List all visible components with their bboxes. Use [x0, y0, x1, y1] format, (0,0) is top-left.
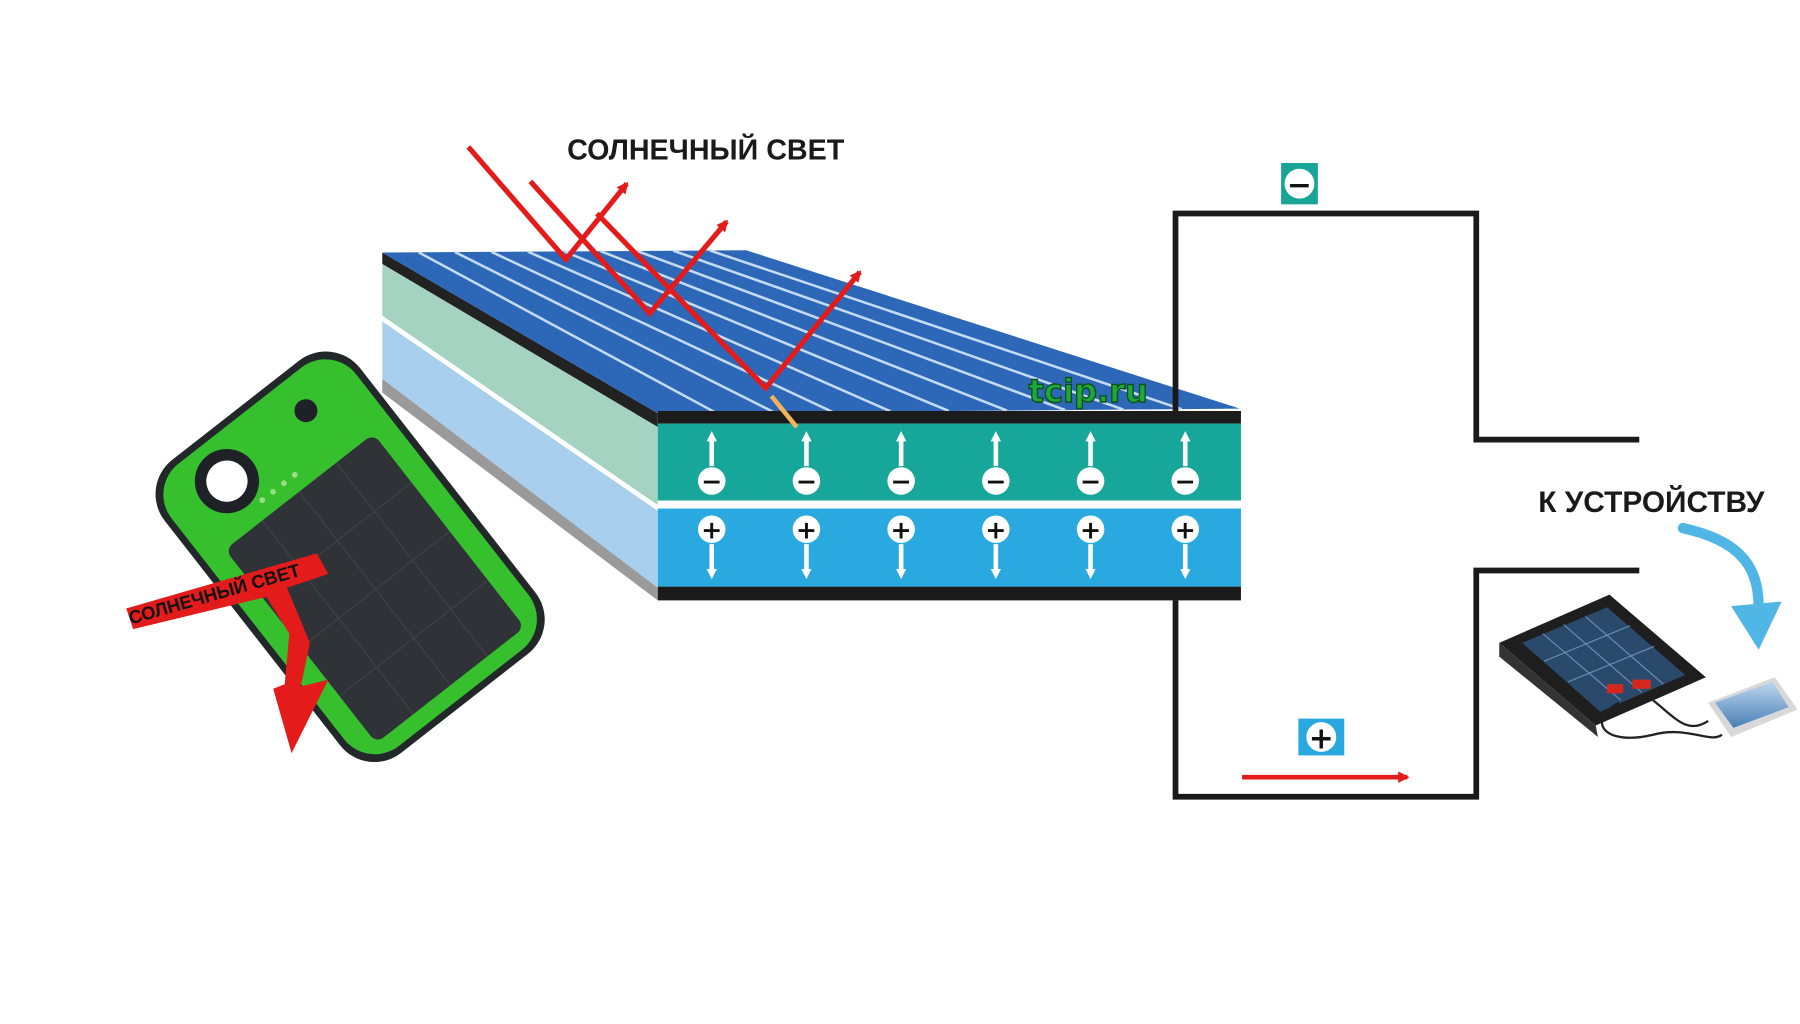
cell-left-face-green: [382, 264, 658, 506]
cell-gridline: [600, 250, 1008, 412]
p-layer-charges: + + + + + +: [697, 515, 1200, 580]
cell-gridline: [418, 251, 717, 414]
cell-left-face-blue: [382, 321, 658, 588]
n-charge-circle: [792, 467, 821, 495]
watermark: tcip.ru: [1029, 372, 1148, 410]
n-charge-sign: −: [701, 467, 722, 496]
n-charge-sign: −: [796, 467, 817, 496]
sunlight-ray-2: [528, 179, 729, 318]
n-charge-circle: [1171, 467, 1200, 495]
powerbank-sunlight-arrow: СОЛНЕЧНЫЙ СВЕТ: [126, 553, 329, 754]
to-device-label: К УСТРОЙСТВУ: [1538, 485, 1765, 519]
n-charge-circle: [697, 467, 726, 495]
solar-charger-with-phone-icon: [1499, 594, 1798, 739]
n-charge-sign: −: [985, 467, 1006, 496]
green-solar-power-bank-icon: [155, 351, 545, 763]
cell-left-face-bottom: [382, 378, 658, 601]
external-circuit: [1172, 210, 1640, 800]
n-charge-sign: −: [1175, 467, 1196, 496]
p-charge-circle: [1171, 515, 1200, 543]
p-charge-sign: +: [701, 515, 722, 544]
n-charge-circle: [982, 467, 1010, 495]
p-charge-sign: +: [796, 515, 817, 544]
n-charge-circle: [1076, 467, 1105, 495]
device-arrow: [1677, 522, 1782, 650]
sunlight-label: СОЛНЕЧНЫЙ СВЕТ: [567, 133, 845, 167]
positive-terminal: +: [1298, 718, 1345, 756]
cell-gridline: [636, 249, 1066, 412]
p-charge-circle: [982, 515, 1010, 543]
p-charge-sign: +: [985, 515, 1006, 544]
p-charge-circle: [887, 515, 915, 543]
sunlight-ray-3: [595, 211, 862, 392]
p-charge-circle: [1076, 515, 1105, 543]
negative-terminal: −: [1281, 163, 1318, 205]
n-charge-circle: [887, 467, 915, 495]
layer-junction: [657, 500, 1241, 509]
p-charge-circle: [697, 515, 726, 543]
n-type-layer: [657, 423, 1241, 501]
cell-gridline: [709, 249, 1182, 411]
sunlight-ray-1: [466, 145, 629, 264]
sunlight-arrows: [466, 145, 862, 429]
cell-gridline: [672, 249, 1124, 411]
absorbed-ray: [769, 394, 799, 429]
cell-gridline: [454, 250, 775, 414]
n-charge-sign: −: [891, 467, 912, 496]
cell-left-face-top: [382, 252, 658, 428]
cell-front-top-contact: [657, 410, 1241, 424]
circuit-wire-bottom: [1172, 567, 1640, 800]
circuit-wire-top: [1172, 210, 1640, 443]
solar-cell-block: − − − − − − + + + + + +: [382, 249, 1241, 601]
cell-gridline: [490, 250, 833, 414]
p-charge-sign: +: [1175, 515, 1196, 544]
cell-front-bottom-contact: [657, 586, 1241, 601]
positive-terminal-sign: +: [1309, 721, 1334, 756]
negative-terminal-sign: −: [1287, 168, 1312, 203]
n-charge-sign: −: [1080, 467, 1101, 496]
p-charge-circle: [792, 515, 821, 543]
cell-gridline: [563, 250, 950, 413]
cell-left-face-separator: [382, 315, 658, 511]
p-type-layer: [657, 508, 1241, 587]
n-layer-charges: −−−−−−: [697, 431, 1200, 496]
p-charge-sign: +: [891, 515, 912, 544]
p-charge-sign: +: [1080, 515, 1101, 544]
